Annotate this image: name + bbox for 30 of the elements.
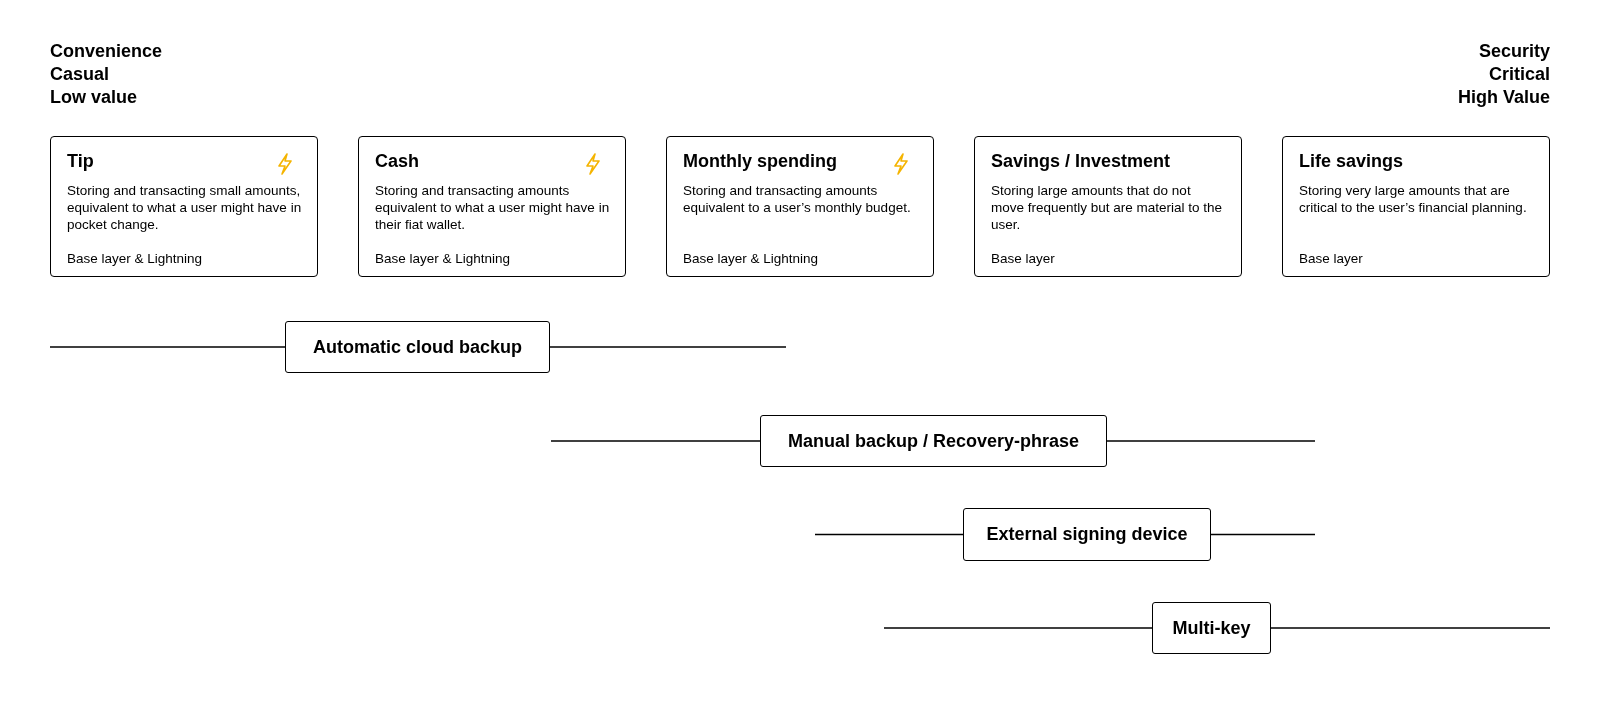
method-label: Manual backup / Recovery-phrase — [760, 415, 1107, 467]
axis-end-label: Security — [1478, 40, 1550, 63]
axis-end-label: Critical — [1488, 63, 1550, 86]
category-card — [666, 136, 934, 277]
method-label: Automatic cloud backup — [285, 321, 550, 373]
card-description: Storing very large amounts that are critical to the user’s financial planning. — [1299, 182, 1528, 216]
card-title: Monthly spending — [683, 151, 837, 172]
card-description: Storing and transacting amounts equivalent to what a user might have in their fiat wallet. — [375, 182, 611, 233]
layer-note: Base layer & Lightning — [67, 251, 203, 266]
layer-note: Base layer & Lightning — [375, 251, 511, 266]
category-card — [50, 136, 318, 277]
card-title: Savings / Investment — [991, 151, 1171, 172]
card-title: Life savings — [1299, 151, 1404, 172]
method-label: Multi-key — [1152, 602, 1271, 654]
axis-end-label: Convenience — [50, 40, 163, 63]
axis-end-label: Casual — [50, 63, 110, 86]
category-card — [1282, 136, 1550, 277]
card-title: Cash — [375, 151, 419, 172]
category-card — [358, 136, 626, 277]
axis-end-label: High Value — [1457, 86, 1550, 109]
card-description: Storing and transacting small amounts, equivalent to what a user might have in pocket change. — [67, 182, 303, 233]
layer-note: Base layer & Lightning — [683, 251, 819, 266]
category-card — [974, 136, 1242, 277]
card-description: Storing large amounts that do not move frequently but are material to the user. — [991, 182, 1224, 233]
layer-note: Base layer — [991, 251, 1055, 266]
card-description: Storing and transacting amounts equivalent to a user’s monthly budget. — [683, 182, 912, 216]
layer-note: Base layer — [1299, 251, 1363, 266]
card-title: Tip — [67, 151, 94, 172]
method-label: External signing device — [963, 508, 1211, 561]
axis-end-label: Low value — [50, 86, 138, 109]
